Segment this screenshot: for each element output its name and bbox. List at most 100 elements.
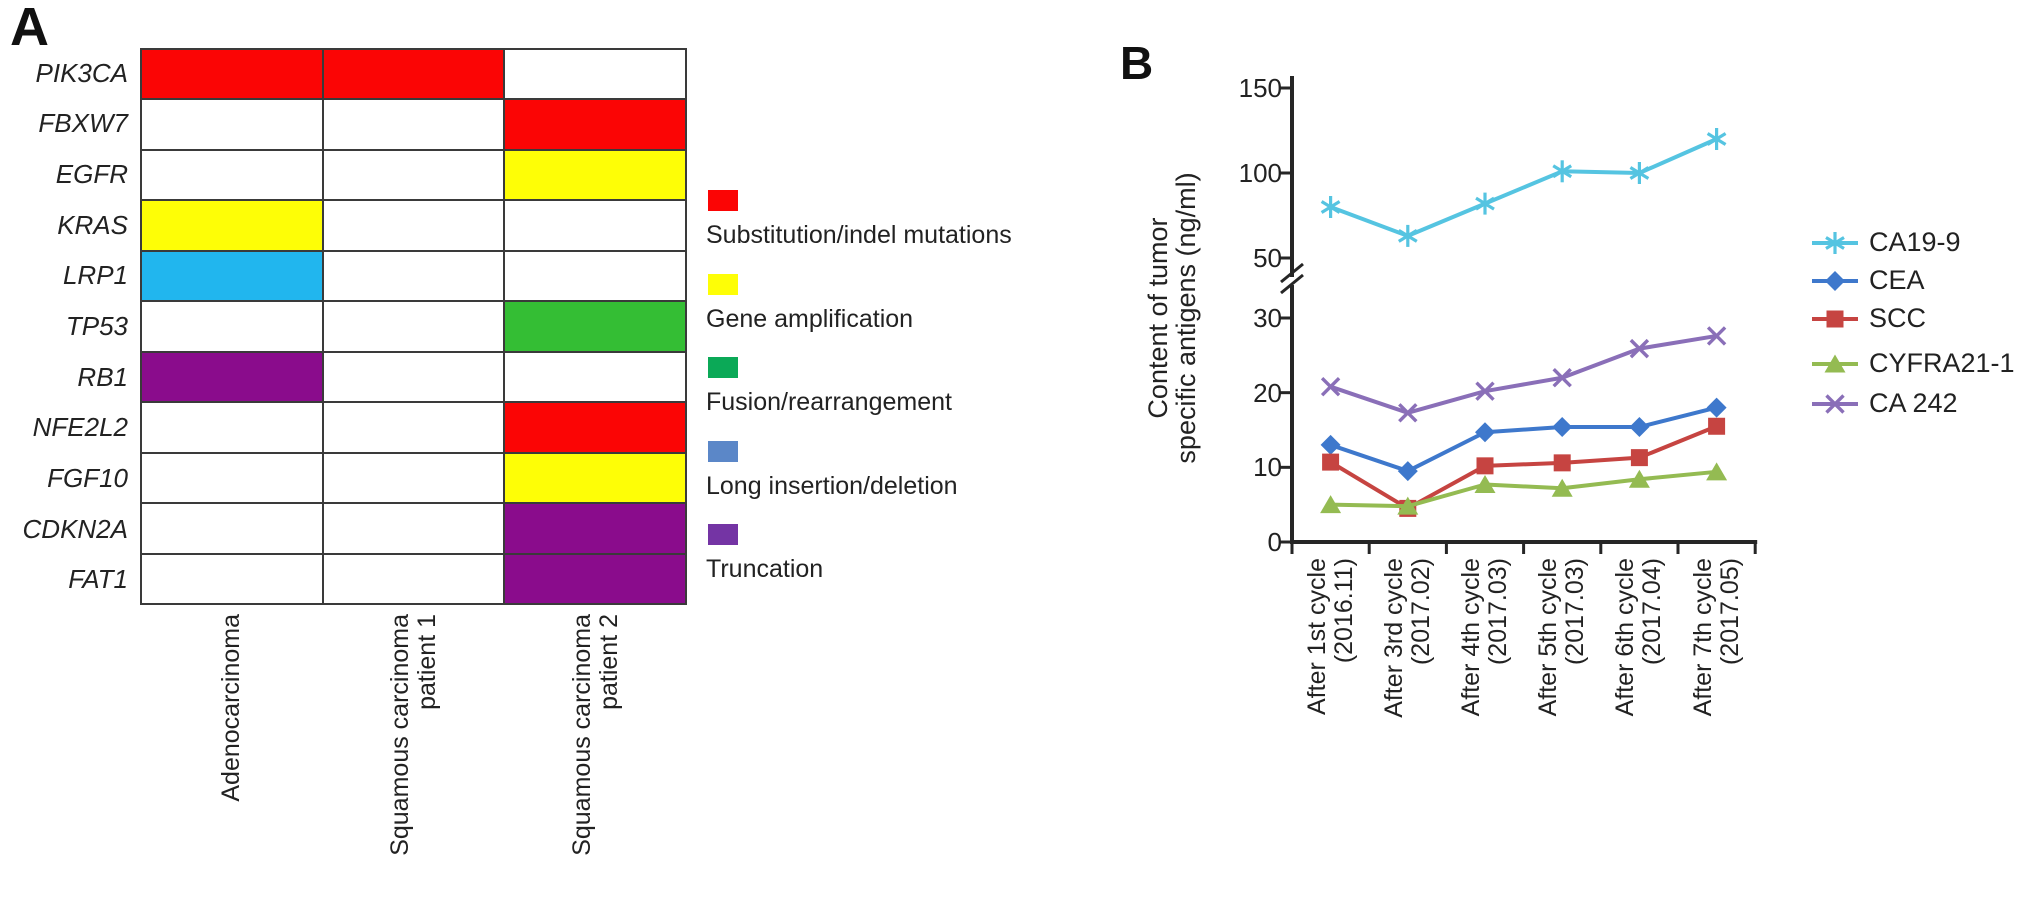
y-tick-label: 20 [1253,377,1282,408]
matrix-cell [323,201,504,250]
x-axis-label-cycle: After 7th cycle [1688,558,1717,717]
legend-series-label: SCC [1869,303,1927,333]
matrix-cell [323,150,504,200]
x-axis-label: After 1st cycle(2016.11) [1302,558,1358,858]
matrix-cell [323,50,504,99]
matrix-cell [323,403,504,452]
gene-label: PIK3CA [35,57,129,88]
series-marker-asterisk [1397,229,1418,243]
matrix-cell [142,201,322,250]
series-marker-triangle [1551,478,1573,497]
y-tick-label: 10 [1253,452,1282,483]
matrix-cell [142,403,322,452]
series-marker-x [1629,338,1650,359]
series-marker-square [1476,457,1494,475]
series-marker-diamond [1825,271,1845,291]
series-line-SCC [1328,424,1719,511]
legend-swatch [708,190,738,211]
gene-label: NFE2L2 [32,412,128,443]
x-axis-label-date: (2017.02) [1406,558,1435,666]
series-marker-diamond [1475,422,1495,443]
matrix-cell [505,302,685,351]
series-marker-asterisk [1825,236,1845,250]
matrix-cell [505,554,685,603]
matrix-cell [505,352,685,402]
series-marker-diamond [1320,434,1341,455]
gene-label: EGFR [55,159,128,190]
legend-series-label: CYFRA21-1 [1869,348,2015,378]
gene-label: RB1 [77,361,128,392]
mutation-matrix [140,48,687,605]
y-tick-label: 150 [1238,73,1282,103]
x-axis-label: After 3rd cycle(2017.02) [1379,558,1435,858]
y-tick-label: 30 [1253,302,1282,333]
legend-swatch [708,440,738,462]
matrix-cell [142,453,322,503]
matrix-cell [505,504,685,553]
x-axis-label: After 7th cycle(2017.05) [1688,558,1744,858]
matrix-cell [142,554,322,603]
legend-series-label: CEA [1869,265,1925,295]
legend-series-label: CA 242 [1869,388,1958,418]
series-marker-square [1708,417,1726,435]
series-marker-diamond [1629,417,1650,438]
series-marker-asterisk [1320,200,1341,214]
legend-swatch [708,273,738,295]
x-axis-label-date: (2017.03) [1561,558,1590,666]
x-axis-label-cycle: After 3rd cycle [1379,558,1408,718]
matrix-cell [142,100,322,149]
x-axis-label-date: (2017.05) [1715,558,1744,666]
axis-break-mark [1280,262,1304,284]
gene-label: FAT1 [68,564,128,595]
series-marker-triangle [1706,462,1728,481]
gene-label: LRP1 [62,260,128,291]
matrix-cell [505,100,685,149]
series-marker-x [1398,403,1418,423]
matrix-cell [323,453,504,503]
gene-label: KRAS [57,209,128,240]
series-line-CEA [1328,405,1719,474]
gene-label: FBXW7 [38,108,128,139]
legend-label: Substitution/indel mutations [706,221,1012,249]
legend-label: Truncation [706,555,824,583]
x-axis-label-cycle: After 5th cycle [1534,558,1563,717]
legend-swatch [708,524,738,545]
series-marker-triangle [1397,496,1419,515]
matrix-cell [142,251,322,301]
series-marker-square [1322,453,1340,471]
matrix-cell [505,251,685,301]
matrix-cell [323,302,504,351]
series-marker-triangle [1628,469,1650,488]
x-axis-label-date: (2016.11) [1329,558,1358,664]
x-axis-label-date: (2017.03) [1484,558,1512,666]
x-axis-label-cycle: After 1st cycle [1302,558,1331,715]
legend-swatch [708,357,738,378]
series-marker-square [1826,310,1844,328]
series-marker-asterisk [1629,166,1650,180]
series-marker-asterisk [1475,196,1495,211]
matrix-cell [142,150,322,200]
series-line-CA 242 [1328,333,1719,415]
series-marker-x [1320,376,1341,397]
matrix-cell [505,150,685,200]
axis-break-mark [1280,273,1304,295]
panel-b-label: B [1120,37,1154,89]
gene-label: FGF10 [47,462,128,493]
series-marker-x [1475,381,1495,401]
matrix-cell [323,251,504,301]
x-axis-label-cycle: After 6th cycle [1611,558,1640,717]
y-tick-label: 100 [1238,158,1282,188]
x-axis-label: After 5th cycle(2017.03) [1534,558,1590,858]
gene-label: TP53 [65,311,128,342]
x-axis-label: After 6th cycle(2017.04) [1611,558,1666,858]
gene-label: CDKN2A [22,513,128,544]
y-tick-label: 0 [1267,527,1282,557]
series-marker-asterisk [1552,164,1573,179]
matrix-cell [142,302,322,351]
panel-a-label: A [10,0,49,57]
x-axis-label: After 4th cycle(2017.03) [1457,558,1512,858]
matrix-cell [505,50,685,99]
series-line-CA19-9 [1328,137,1719,238]
